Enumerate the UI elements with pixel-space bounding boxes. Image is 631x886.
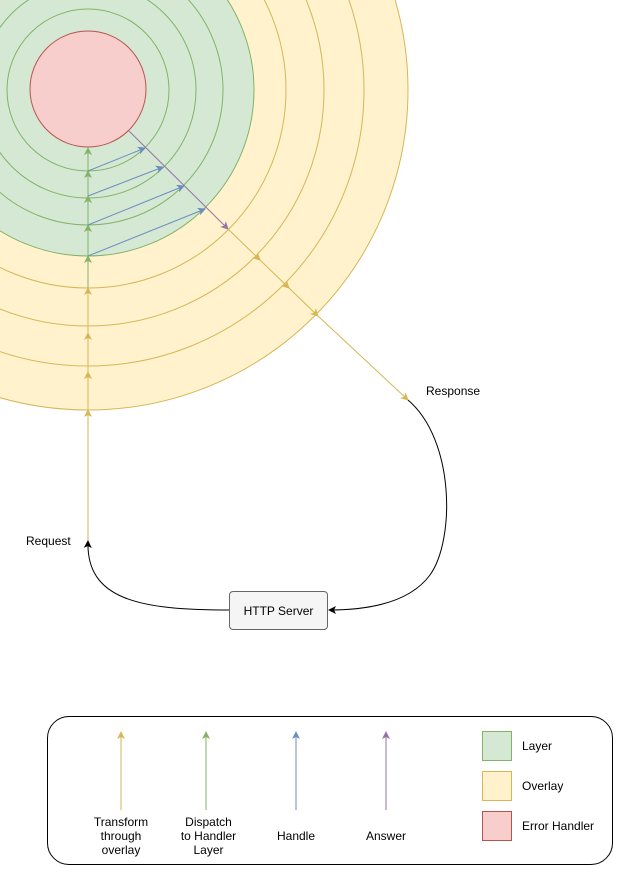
response-to-server-connector	[328, 399, 448, 614]
legend-overlay-swatch	[482, 771, 512, 801]
legend-arrows	[117, 731, 390, 810]
response-arrows	[227, 228, 409, 401]
response-label: Response	[426, 384, 481, 398]
answer-arrow	[128, 130, 229, 230]
handle-arrows	[87, 146, 206, 257]
request-label: Request	[26, 534, 71, 548]
legend	[47, 716, 613, 865]
legend-transform-label: Transform through overlay	[93, 815, 149, 857]
legend-overlay-label: Overlay	[522, 779, 564, 793]
server-to-request-connector	[83, 540, 230, 611]
legend-error-handler-swatch	[482, 811, 512, 841]
legend-answer-label: Answer	[365, 829, 406, 843]
legend-layer-swatch	[482, 731, 512, 761]
http-server-label: HTTP Server	[243, 603, 314, 618]
legend-error-handler-label: Error Handler	[522, 819, 595, 833]
error-handler-core	[29, 30, 147, 148]
http-server-box: HTTP Server	[229, 591, 328, 630]
legend-handle-label: Handle	[276, 829, 316, 843]
legend-layer-label: Layer	[522, 739, 553, 753]
legend-dispatch-label: Dispatch to Handler Layer	[180, 815, 237, 857]
